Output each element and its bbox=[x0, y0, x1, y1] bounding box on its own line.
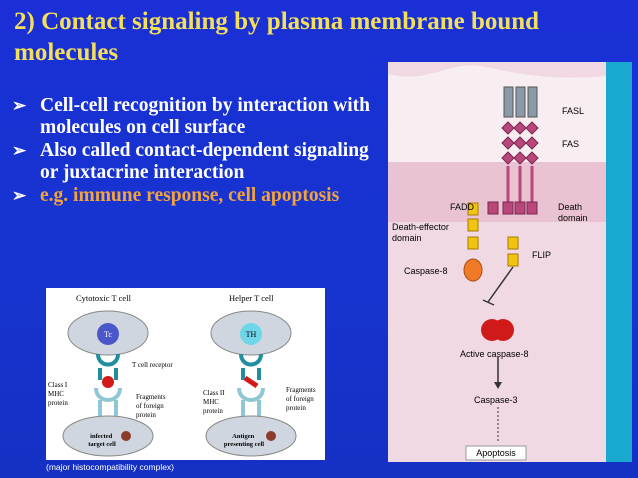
fragments-right-label: Fragments of foreign protein bbox=[286, 386, 317, 412]
apoptosis-label: Apoptosis bbox=[476, 448, 516, 458]
apoptosis-pathway-figure: FASL FAS FADD Death domain Death-effecto… bbox=[388, 62, 606, 462]
fasl-label: FASL bbox=[562, 106, 584, 116]
tcell-recognition-figure: Cytotoxic T cell Helper T cell Tc T cell… bbox=[46, 288, 325, 460]
arrow-bullet-icon: ➢ bbox=[12, 141, 27, 160]
flip-label: FLIP bbox=[532, 250, 551, 260]
death-domain-label: Death domain bbox=[558, 202, 588, 223]
slide-title: 2) Contact signaling by plasma membrane … bbox=[14, 8, 540, 66]
th-nucleus bbox=[240, 323, 262, 345]
figure-caption: (major histocompatibility complex) bbox=[46, 462, 175, 472]
mhc-shape bbox=[237, 387, 265, 416]
tc-label: Tc bbox=[104, 330, 112, 339]
bullet-text: Cell-cell recognition by interaction wit… bbox=[40, 95, 371, 138]
fadd-label: FADD bbox=[450, 202, 475, 212]
fadd-boxes bbox=[467, 202, 519, 267]
tc-nucleus bbox=[97, 323, 119, 345]
caspase3-label: Caspase-3 bbox=[474, 395, 518, 405]
receptor-label: T cell receptor bbox=[132, 361, 173, 369]
apoptosis-box bbox=[465, 445, 527, 461]
fas-stems bbox=[506, 166, 534, 202]
bullet-item: ➢ Also called contact-dependent signalin… bbox=[12, 140, 387, 184]
accent-bar bbox=[606, 62, 632, 462]
th-label: TH bbox=[246, 330, 257, 339]
bullet-text-highlighted: e.g. immune response, cell apoptosis bbox=[40, 185, 340, 206]
caspase8-shape bbox=[463, 258, 483, 282]
class2-label: Class II MHC protein bbox=[203, 389, 226, 415]
arrow-bullet-icon: ➢ bbox=[12, 96, 27, 115]
membrane-top bbox=[388, 65, 606, 162]
caspase8-label: Caspase-8 bbox=[404, 266, 448, 276]
antigen-label: Antigen presenting cell bbox=[224, 433, 264, 448]
bullet-text: Also called contact-dependent signaling … bbox=[40, 140, 369, 183]
arrow-head-icon bbox=[494, 382, 502, 389]
active-caspase8-label: Active caspase-8 bbox=[460, 349, 529, 359]
fasl-rods bbox=[503, 86, 538, 118]
fragment-dot bbox=[102, 376, 114, 388]
bullet-item: ➢ Cell-cell recognition by interaction w… bbox=[12, 95, 387, 139]
active-caspase8-shape bbox=[492, 319, 514, 341]
infected-label: infected target cell bbox=[88, 433, 116, 448]
bullet-item: ➢ e.g. immune response, cell apoptosis bbox=[12, 185, 387, 207]
receptor-shape bbox=[96, 353, 120, 380]
fas-diamonds bbox=[501, 121, 539, 165]
fas-label: FAS bbox=[562, 139, 579, 149]
helper-label: Helper T cell bbox=[229, 293, 274, 303]
cytotoxic-label: Cytotoxic T cell bbox=[76, 293, 132, 303]
bullet-list: ➢ Cell-cell recognition by interaction w… bbox=[12, 95, 387, 208]
fragments-left-label: Fragments of foreign protein bbox=[136, 393, 167, 419]
class1-label: Class I MHC protein bbox=[48, 381, 69, 407]
death-effector-label: Death-effector domain bbox=[392, 222, 451, 243]
fragment-dot bbox=[243, 375, 259, 389]
death-domain-boxes bbox=[487, 201, 538, 215]
antigen-cell-body bbox=[205, 415, 297, 457]
receptor-shape bbox=[239, 353, 263, 380]
mhc-shape bbox=[94, 387, 122, 416]
inhibit-line bbox=[487, 266, 514, 303]
target-cell-body bbox=[62, 415, 154, 457]
antigen-nucleus bbox=[266, 431, 276, 441]
target-nucleus bbox=[121, 431, 131, 441]
arrow-bullet-icon: ➢ bbox=[12, 186, 27, 205]
inhibit-bar bbox=[482, 299, 495, 306]
